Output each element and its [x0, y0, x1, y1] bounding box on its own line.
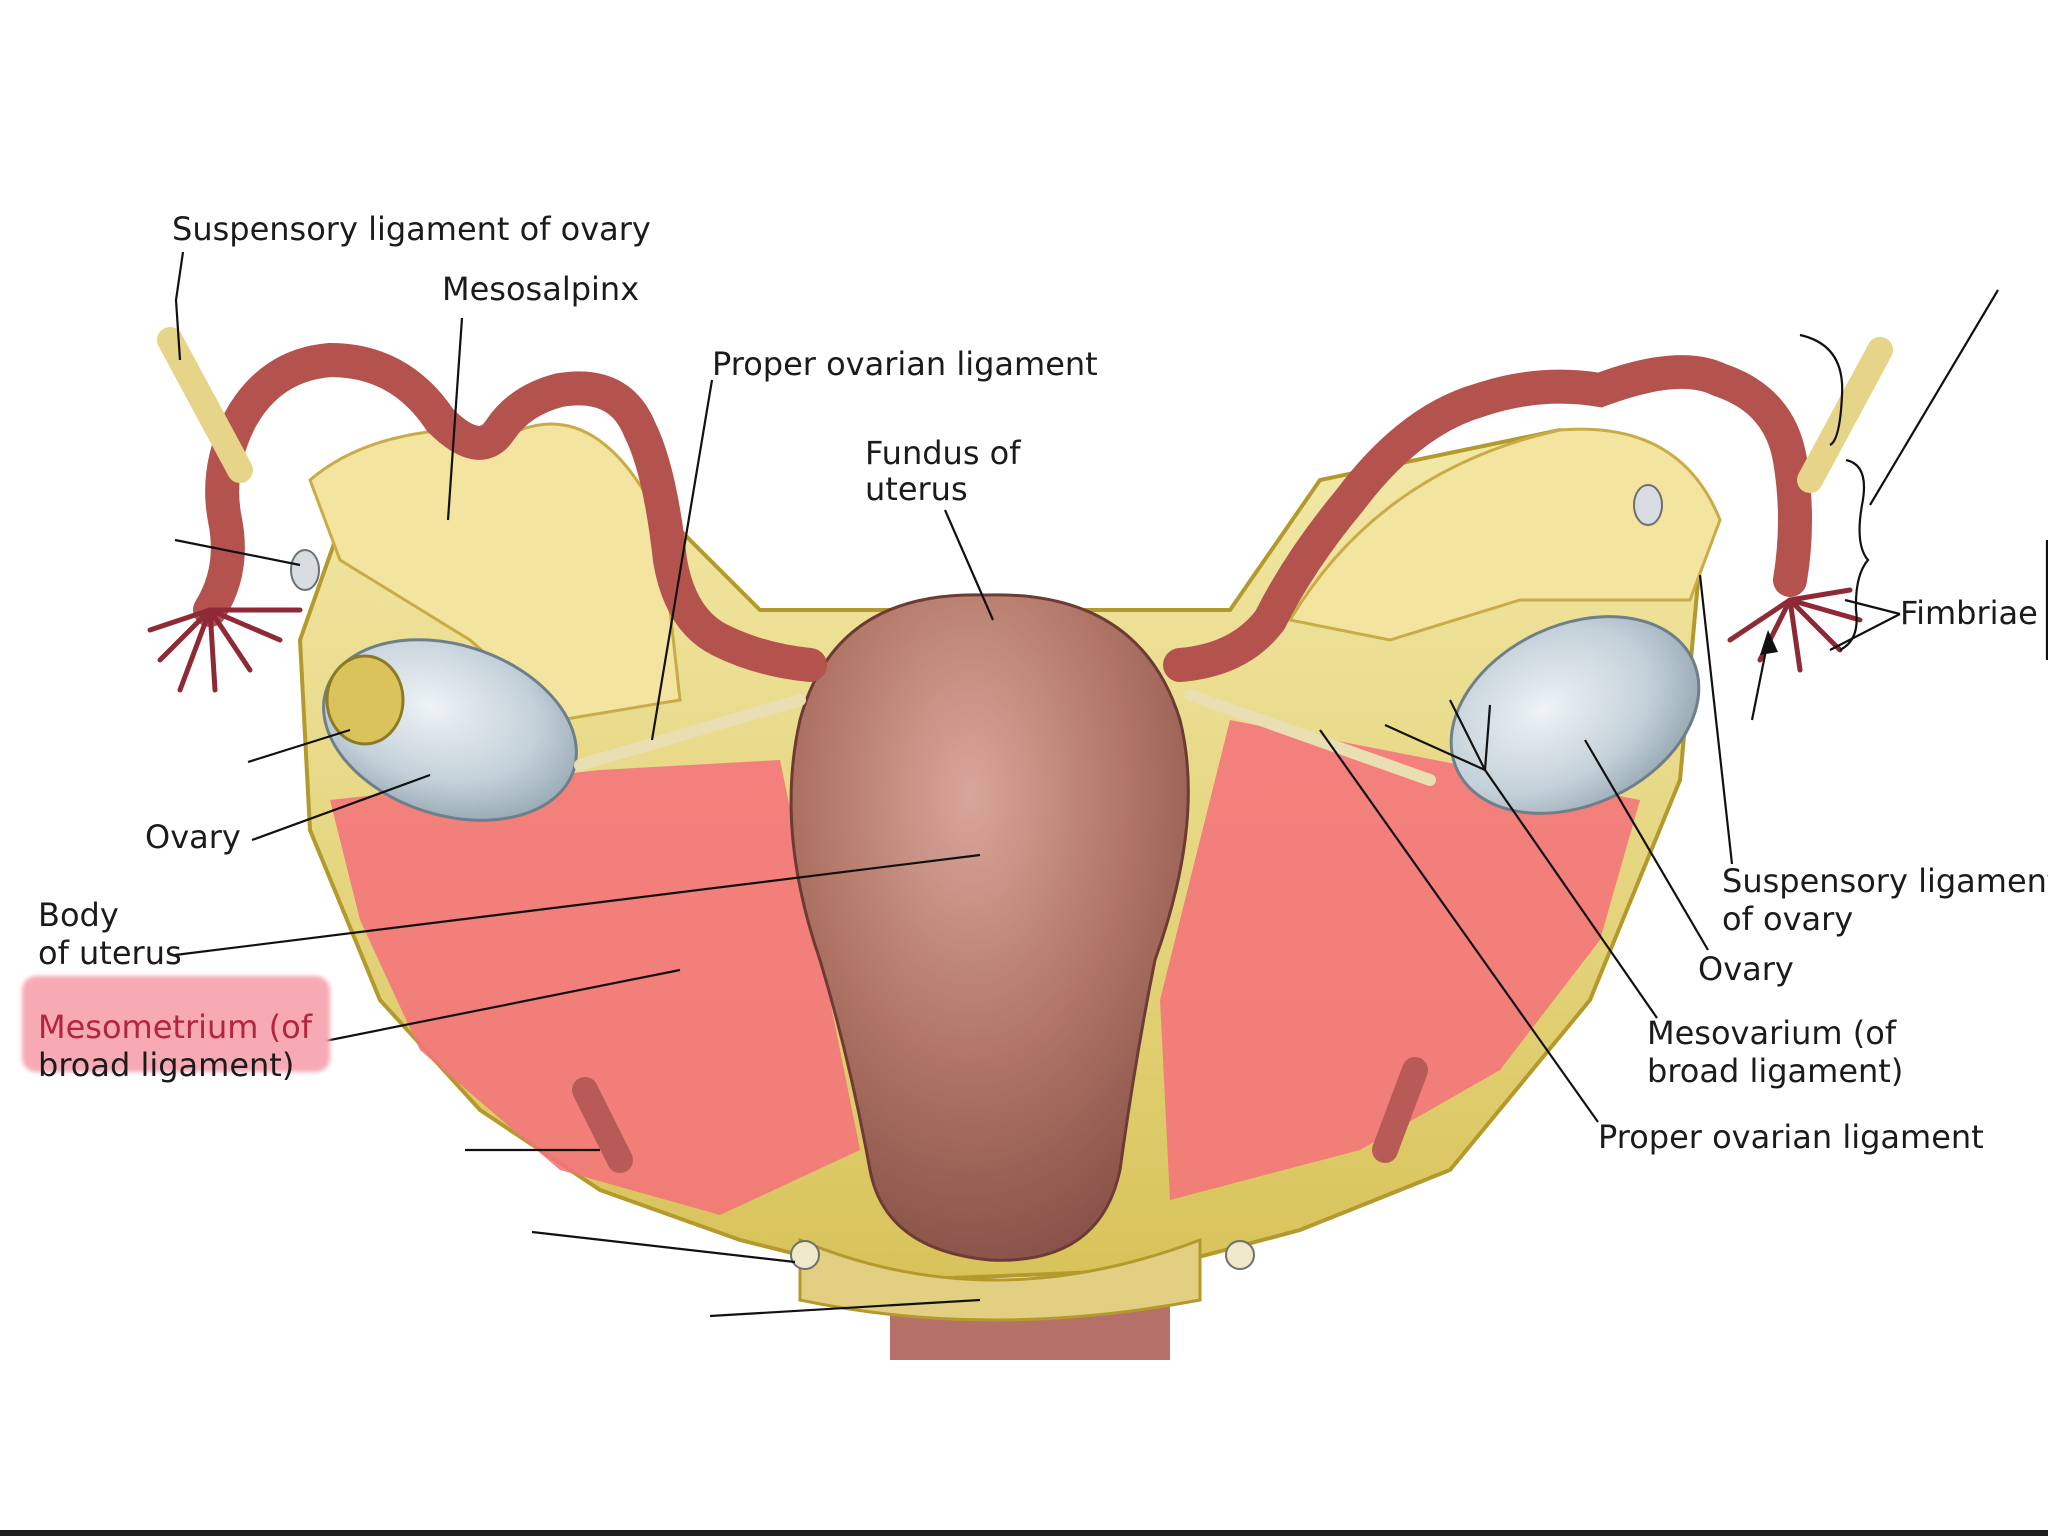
fimbriae-right: [1727, 587, 1863, 673]
mesometrium-highlight: [22, 976, 330, 1072]
label-suspensory-ligament-right-line2: of ovary: [1722, 900, 1854, 938]
ureter-right: [1225, 1240, 1255, 1270]
leader-proper-ovarian-right: [1319, 729, 1599, 1123]
corpus-luteum: [325, 654, 405, 746]
leader-mesovarium-2: [1483, 704, 1492, 771]
leader-fundus: [943, 509, 995, 621]
bracket-right-lower: [1839, 458, 1870, 651]
label-body-line1: Body: [38, 896, 119, 934]
bottom-edge-bar: [0, 1530, 2048, 1536]
label-suspensory-ligament-right-line1: Suspensory ligament: [1722, 862, 2048, 900]
leader-suspensory-right: [1698, 574, 1734, 865]
label-ovary-left: Ovary: [145, 818, 241, 856]
leader-body: [174, 853, 981, 957]
leader-fold: [709, 1298, 981, 1318]
rectouterine-fold: [798, 1237, 1202, 1322]
leader-bracket-right: [1869, 289, 1999, 506]
leader-lines: [174, 251, 2048, 1318]
label-mesometrium-line2: broad ligament): [38, 1046, 295, 1084]
label-mesovarium-line1: Mesovarium (of: [1647, 1014, 1897, 1052]
label-ovary-right: Ovary: [1698, 950, 1794, 988]
label-fundus-line1: Fundus of: [865, 434, 1021, 472]
leader-ovary-left: [251, 773, 431, 842]
label-fimbriae: Fimbriae: [1900, 594, 2038, 632]
round-ligament-left: [572, 1077, 633, 1173]
leader-ovary-right: [1584, 739, 1709, 951]
leader-mesosalpinx: [446, 317, 464, 521]
label-proper-ovarian-ligament-top: Proper ovarian ligament: [712, 345, 1098, 383]
label-suspensory-ligament-left: Suspensory ligament of ovary: [172, 210, 651, 248]
leader-left-unlabeled-1: [174, 538, 301, 567]
label-mesosalpinx: Mesosalpinx: [442, 270, 640, 308]
suspensory-vessels-right: [1797, 337, 1893, 493]
leader-suspensory-left: [174, 251, 185, 361]
bracket-right-upper: [1799, 333, 1844, 446]
label-body-line2: of uterus: [38, 934, 182, 972]
uterus: [789, 593, 1190, 1262]
arrowhead: [1760, 630, 1778, 655]
leader-ureter: [531, 1230, 796, 1264]
label-proper-ovarian-ligament-right: Proper ovarian ligament: [1598, 1118, 1984, 1156]
leader-fimbriae-2: [1844, 598, 1901, 616]
round-ligament-right: [1372, 1057, 1428, 1163]
proper-ovarian-ligament-right: [1184, 689, 1436, 786]
mesosalpinx-right: [1287, 427, 1722, 642]
label-mesometrium-line1: Mesometrium (of: [38, 1008, 312, 1046]
leader-left-unlabeled-2: [247, 728, 351, 764]
mesometrium-right: [1160, 720, 1640, 1200]
proper-ovarian-ligament-left: [574, 694, 806, 771]
leader-mesovarium-1: [1484, 769, 1658, 1019]
uterine-tube-right: [1163, 355, 1812, 682]
ureter-left: [790, 1240, 820, 1270]
leader-proper-ovarian-top: [650, 379, 714, 741]
label-fundus-line2: uterus: [865, 470, 968, 508]
fimbriae-left: [147, 607, 303, 693]
label-mesovarium-line2: broad ligament): [1647, 1052, 1904, 1090]
leader-mesovarium-4: [1384, 723, 1486, 772]
leader-fimbriae: [1829, 613, 1901, 651]
suspensory-vessels-left: [157, 327, 253, 483]
leader-mesovarium-3: [1449, 699, 1486, 771]
ovary-right: [1449, 615, 1701, 815]
vesicular-appendix-left: [290, 549, 320, 591]
vesicular-appendix-right: [1633, 484, 1663, 526]
leader-mesometrium: [289, 968, 681, 1050]
